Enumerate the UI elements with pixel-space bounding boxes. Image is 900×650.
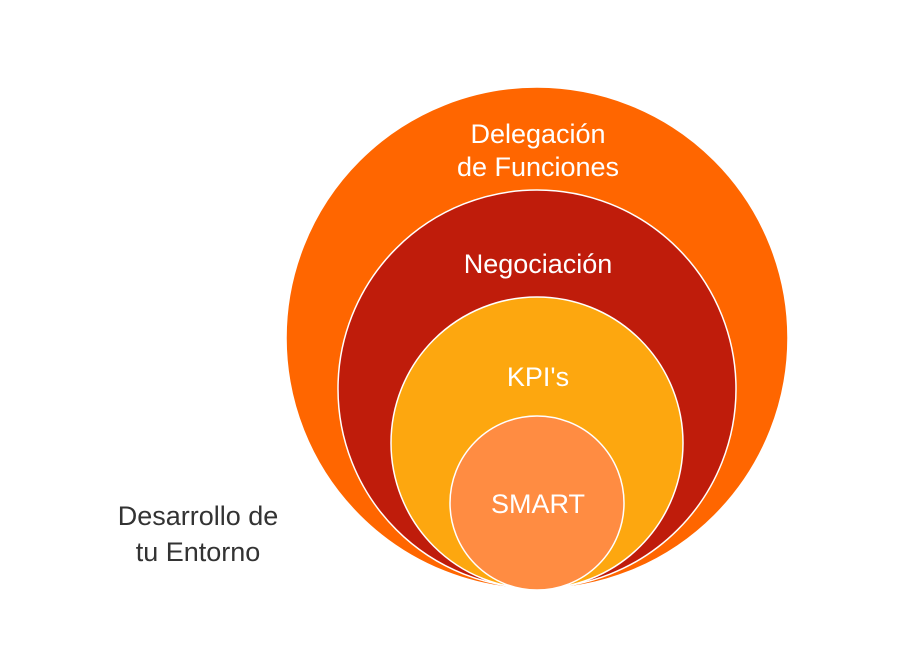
second-label: Negociación <box>464 249 613 279</box>
ring-inner <box>449 415 625 591</box>
side-label: Desarrollo de tu Entorno <box>98 498 298 570</box>
side-label-line-2: tu Entorno <box>135 537 261 567</box>
outer-label-line-2: de Funciones <box>457 152 619 182</box>
inner-label: SMART <box>491 489 585 519</box>
third-label: KPI's <box>507 362 569 392</box>
side-label-line-1: Desarrollo de <box>117 501 279 531</box>
outer-label-line-1: Delegación <box>470 119 605 149</box>
